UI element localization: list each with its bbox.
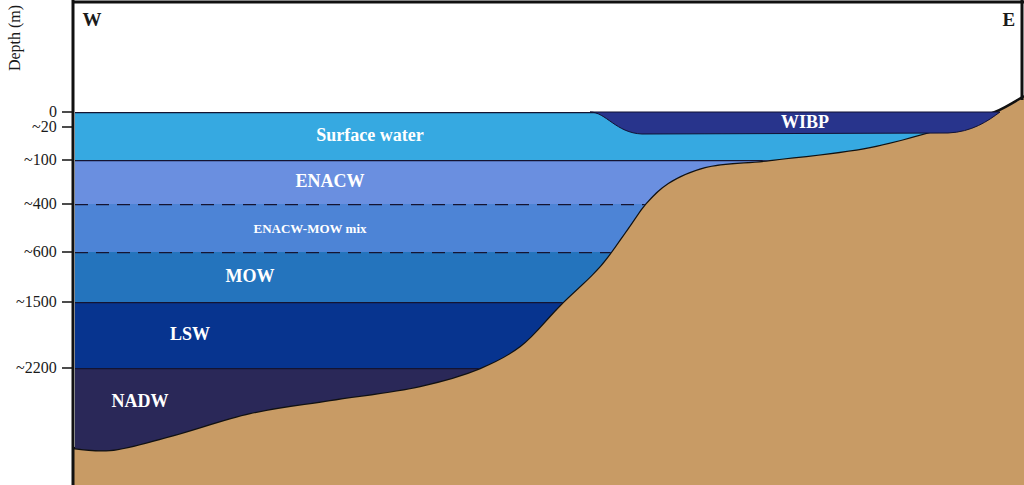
wibp-band: WIBP bbox=[590, 111, 1000, 137]
band-fill bbox=[75, 160, 1021, 204]
depth-tick-label: ~20 bbox=[32, 119, 57, 135]
water-mass-label: Surface water bbox=[316, 126, 423, 146]
seafloor-terrain bbox=[73, 96, 1024, 485]
depth-tick-label: ~600 bbox=[24, 244, 57, 260]
depth-tick-label: ~100 bbox=[24, 152, 57, 168]
band-boundary bbox=[75, 368, 1021, 369]
frame-top bbox=[73, 1, 1024, 4]
frame-right bbox=[1021, 0, 1024, 100]
water-mass-label: NADW bbox=[112, 392, 169, 412]
water-mass-label: WIBP bbox=[781, 113, 829, 133]
band-fill bbox=[75, 368, 1021, 485]
dashed-boundary bbox=[75, 252, 1021, 253]
axis-title: Depth (m) bbox=[7, 5, 23, 71]
band-fill bbox=[75, 252, 1021, 302]
band-shape bbox=[75, 160, 1021, 204]
nadw-band: NADW bbox=[75, 368, 1021, 485]
mow-band: MOW bbox=[75, 252, 1021, 302]
depth-axis bbox=[72, 0, 75, 485]
water-mass-label: LSW bbox=[170, 325, 210, 345]
depth-tick-label: ~2200 bbox=[16, 360, 57, 376]
mix-band: ENACW-MOW mix bbox=[75, 204, 1021, 252]
band-shape bbox=[75, 302, 1021, 368]
depth-tick-label: ~400 bbox=[24, 196, 57, 212]
depth-tick-label: ~1500 bbox=[16, 294, 57, 310]
frame bbox=[73, 0, 1024, 485]
lsw-band: LSW bbox=[75, 302, 1021, 368]
band-boundary bbox=[75, 160, 1021, 161]
dashed-boundary bbox=[75, 204, 1021, 205]
band-fill bbox=[75, 204, 1021, 252]
enacw-band: ENACW bbox=[75, 160, 1021, 204]
band-shape bbox=[75, 252, 1021, 302]
band-fill bbox=[75, 112, 1021, 160]
direction-label: W bbox=[83, 10, 102, 29]
band-shape bbox=[75, 368, 1021, 485]
water-mass-label: ENACW-MOW mix bbox=[253, 222, 366, 236]
band-fill bbox=[590, 112, 1000, 134]
band-boundary bbox=[75, 302, 1021, 303]
water-mass-label: MOW bbox=[226, 267, 275, 287]
water-mass-label: ENACW bbox=[295, 172, 364, 192]
band-shape bbox=[75, 204, 1021, 252]
depth-tick-label: 0 bbox=[49, 104, 57, 120]
direction-label: E bbox=[1003, 10, 1016, 29]
band-fill bbox=[75, 302, 1021, 368]
